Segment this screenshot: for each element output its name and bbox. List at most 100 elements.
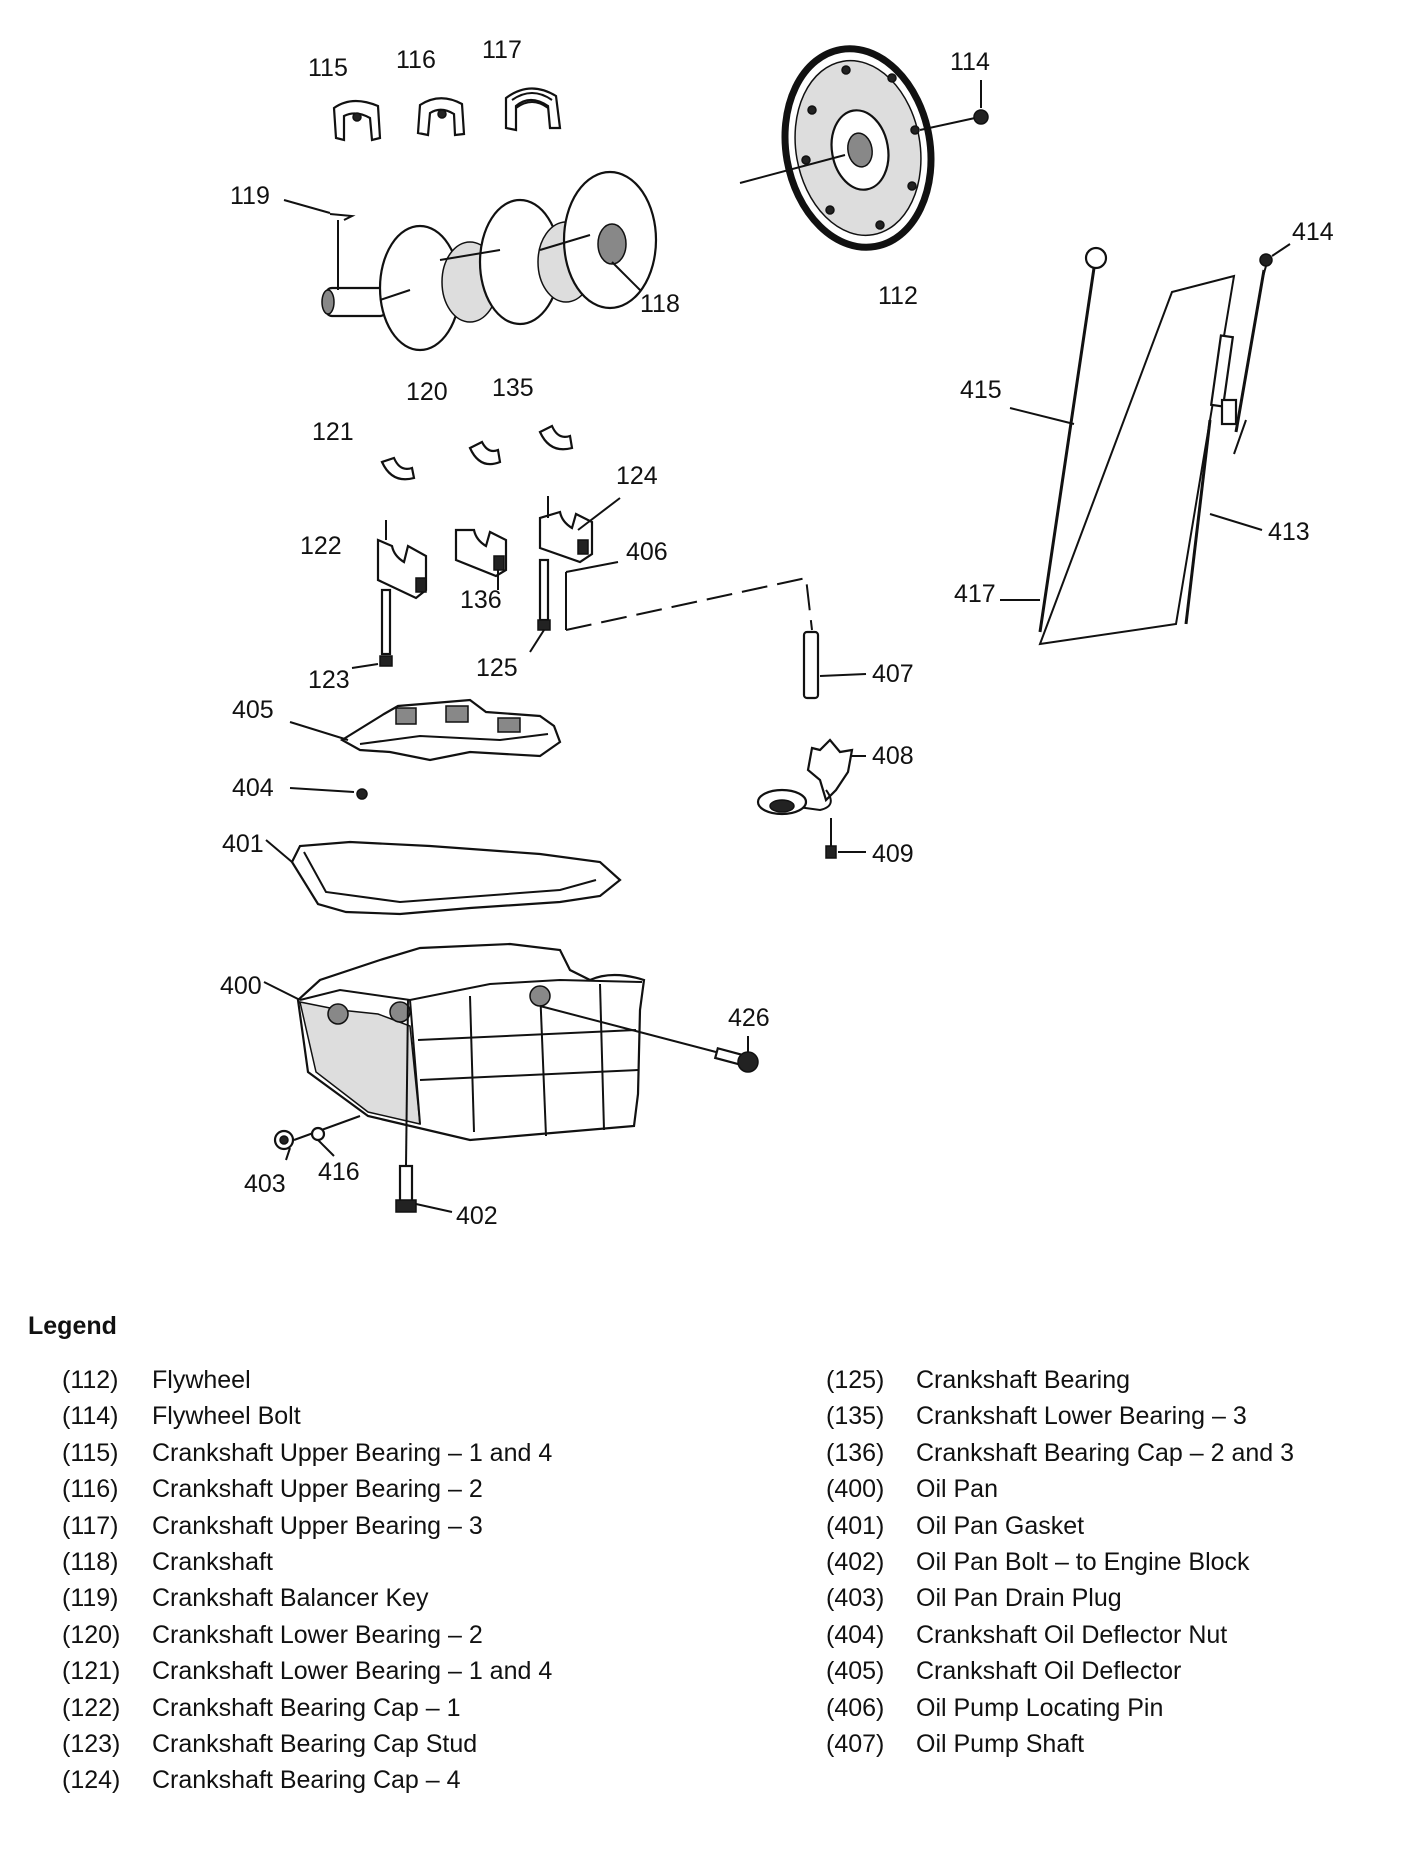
legend-code: (120) xyxy=(62,1620,121,1649)
callout-124: 124 xyxy=(616,462,658,490)
legend-label: Crankshaft Bearing xyxy=(916,1366,1131,1394)
callout-404: 404 xyxy=(232,774,274,802)
legend-code: (122) xyxy=(62,1693,121,1722)
legend-label: Crankshaft Lower Bearing – 1 and 4 xyxy=(152,1657,553,1686)
crankshaft-balancer-key xyxy=(283,199,356,290)
legend-item: (400)Oil Pan xyxy=(826,1471,1294,1507)
oil-pan-gasket xyxy=(265,839,622,916)
legend-code: (135) xyxy=(826,1402,885,1431)
callout-119: 119 xyxy=(230,182,270,210)
legend-label: Flywheel xyxy=(152,1366,251,1394)
legend-column-left: (112)Flywheel (114)Flywheel Bolt (115)Cr… xyxy=(62,1362,552,1799)
legend-item: (125) Crankshaft Bearing xyxy=(826,1362,1294,1398)
callout-402: 402 xyxy=(456,1202,498,1230)
callout-118: 118 xyxy=(640,290,680,318)
legend-label: Crankshaft Bearing Cap Stud xyxy=(152,1729,478,1758)
oil-level-indicator xyxy=(1009,246,1108,633)
legend-code: (136) xyxy=(826,1438,885,1467)
oil-pump-shaft xyxy=(802,630,867,700)
upper-bearing-115 xyxy=(332,99,382,142)
legend-item: (118)Crankshaft xyxy=(62,1544,552,1580)
oil-pump-locating-pin xyxy=(565,561,813,631)
bearing-cap-124 xyxy=(538,496,621,564)
legend-code: (401) xyxy=(826,1511,885,1540)
legend-code: (119) xyxy=(62,1584,119,1613)
lower-bearing-121 xyxy=(380,456,416,481)
legend-label: Crankshaft Upper Bearing – 3 xyxy=(152,1511,483,1540)
legend-code: (402) xyxy=(826,1547,885,1576)
callout-114: 114 xyxy=(950,48,990,76)
legend-label: Crankshaft Balancer Key xyxy=(152,1584,429,1613)
legend-item: (116) Crankshaft Upper Bearing – 2 xyxy=(62,1471,552,1507)
oil-pan xyxy=(263,942,646,1142)
legend-label: Oil Pan Gasket xyxy=(916,1511,1085,1540)
callout-120: 120 xyxy=(406,378,448,406)
callout-426: 426 xyxy=(728,1004,770,1032)
legend-item: (402) Oil Pan Bolt – to Engine Block xyxy=(826,1544,1294,1580)
legend-item: (124)Crankshaft Bearing Cap – 4 xyxy=(62,1762,552,1798)
legend-code: (403) xyxy=(826,1584,885,1613)
legend-label: Crankshaft Upper Bearing – 2 xyxy=(152,1475,483,1504)
legend-item: (404) Crankshaft Oil Deflector Nut xyxy=(826,1617,1294,1653)
legend-code: (121) xyxy=(62,1657,121,1686)
bearing-cap-136 xyxy=(454,528,508,590)
upper-bearing-116 xyxy=(416,97,466,137)
legend-code: (118) xyxy=(62,1547,119,1576)
legend-label: Crankshaft Bearing Cap – 1 xyxy=(152,1693,461,1722)
callout-135: 135 xyxy=(492,374,534,402)
callout-406: 406 xyxy=(626,538,668,566)
oil-pan-bolt-426 xyxy=(539,1005,759,1073)
upper-bearing-117 xyxy=(504,87,562,132)
legend-code: (116) xyxy=(62,1475,119,1504)
legend-item: (122) Crankshaft Bearing Cap – 1 xyxy=(62,1690,552,1726)
legend-code: (404) xyxy=(826,1620,885,1649)
flywheel xyxy=(739,45,976,251)
legend-code: (405) xyxy=(826,1657,885,1686)
callout-405: 405 xyxy=(232,696,274,724)
exploded-parts-diagram: 115 116 117 114 119 112 414 118 415 120 … xyxy=(220,36,1334,1230)
callout-136: 136 xyxy=(460,586,502,614)
legend-item: (123) Crankshaft Bearing Cap Stud xyxy=(62,1726,552,1762)
oil-level-indicator-tube xyxy=(1184,269,1266,625)
legend-code: (125) xyxy=(826,1366,885,1394)
callout-415: 415 xyxy=(960,376,1002,404)
callout-116: 116 xyxy=(396,46,436,74)
legend-label: Oil Pump Shaft xyxy=(916,1729,1085,1758)
legend-item: (136) Crankshaft Bearing Cap – 2 and 3 xyxy=(826,1435,1294,1471)
legend-code: (406) xyxy=(826,1693,885,1722)
legend-item: (120)Crankshaft Lower Bearing – 2 xyxy=(62,1617,552,1653)
legend-item: (119) Crankshaft Balancer Key xyxy=(62,1580,552,1616)
legend-item: (112) Flywheel xyxy=(62,1362,552,1398)
legend-label: Oil Pump Locating Pin xyxy=(916,1693,1164,1722)
legend-label: Oil Pan Bolt – to Engine Block xyxy=(916,1547,1250,1576)
legend-label: Crankshaft Upper Bearing – 1 and 4 xyxy=(152,1438,553,1467)
legend-code: (400) xyxy=(826,1475,885,1504)
legend-item: (406) Oil Pump Locating Pin xyxy=(826,1690,1294,1726)
legend-label: Crankshaft Oil Deflector Nut xyxy=(916,1620,1228,1649)
legend-item: (114)Flywheel Bolt xyxy=(62,1398,552,1434)
bearing-cap-122 xyxy=(376,520,428,600)
callout-416: 416 xyxy=(318,1158,360,1186)
flywheel-bolt xyxy=(973,80,989,125)
drain-plug-seal xyxy=(310,1126,335,1157)
callout-407: 407 xyxy=(872,660,914,688)
legend-item: (401) Oil Pan Gasket xyxy=(826,1508,1294,1544)
callout-115: 115 xyxy=(308,54,348,82)
legend-item: (121) Crankshaft Lower Bearing – 1 and 4 xyxy=(62,1653,552,1689)
callout-125: 125 xyxy=(476,654,518,682)
oil-deflector-nut xyxy=(289,787,368,800)
legend-code: (407) xyxy=(826,1729,885,1758)
callout-117: 117 xyxy=(482,36,522,64)
callout-123: 123 xyxy=(308,666,350,694)
legend-code: (123) xyxy=(62,1729,121,1758)
oil-pump-bolt xyxy=(825,818,866,859)
crankshaft-bearing-125 xyxy=(529,558,551,653)
callout-403: 403 xyxy=(244,1170,286,1198)
callout-408: 408 xyxy=(872,742,914,770)
lower-bearing-120 xyxy=(468,440,502,466)
legend-code: (112) xyxy=(62,1366,119,1394)
legend-label: Crankshaft Bearing Cap – 2 and 3 xyxy=(916,1438,1295,1467)
crankshaft xyxy=(321,170,658,352)
oil-level-indicator-seal-outline xyxy=(1000,274,1236,646)
lower-bearing-135 xyxy=(538,424,574,451)
